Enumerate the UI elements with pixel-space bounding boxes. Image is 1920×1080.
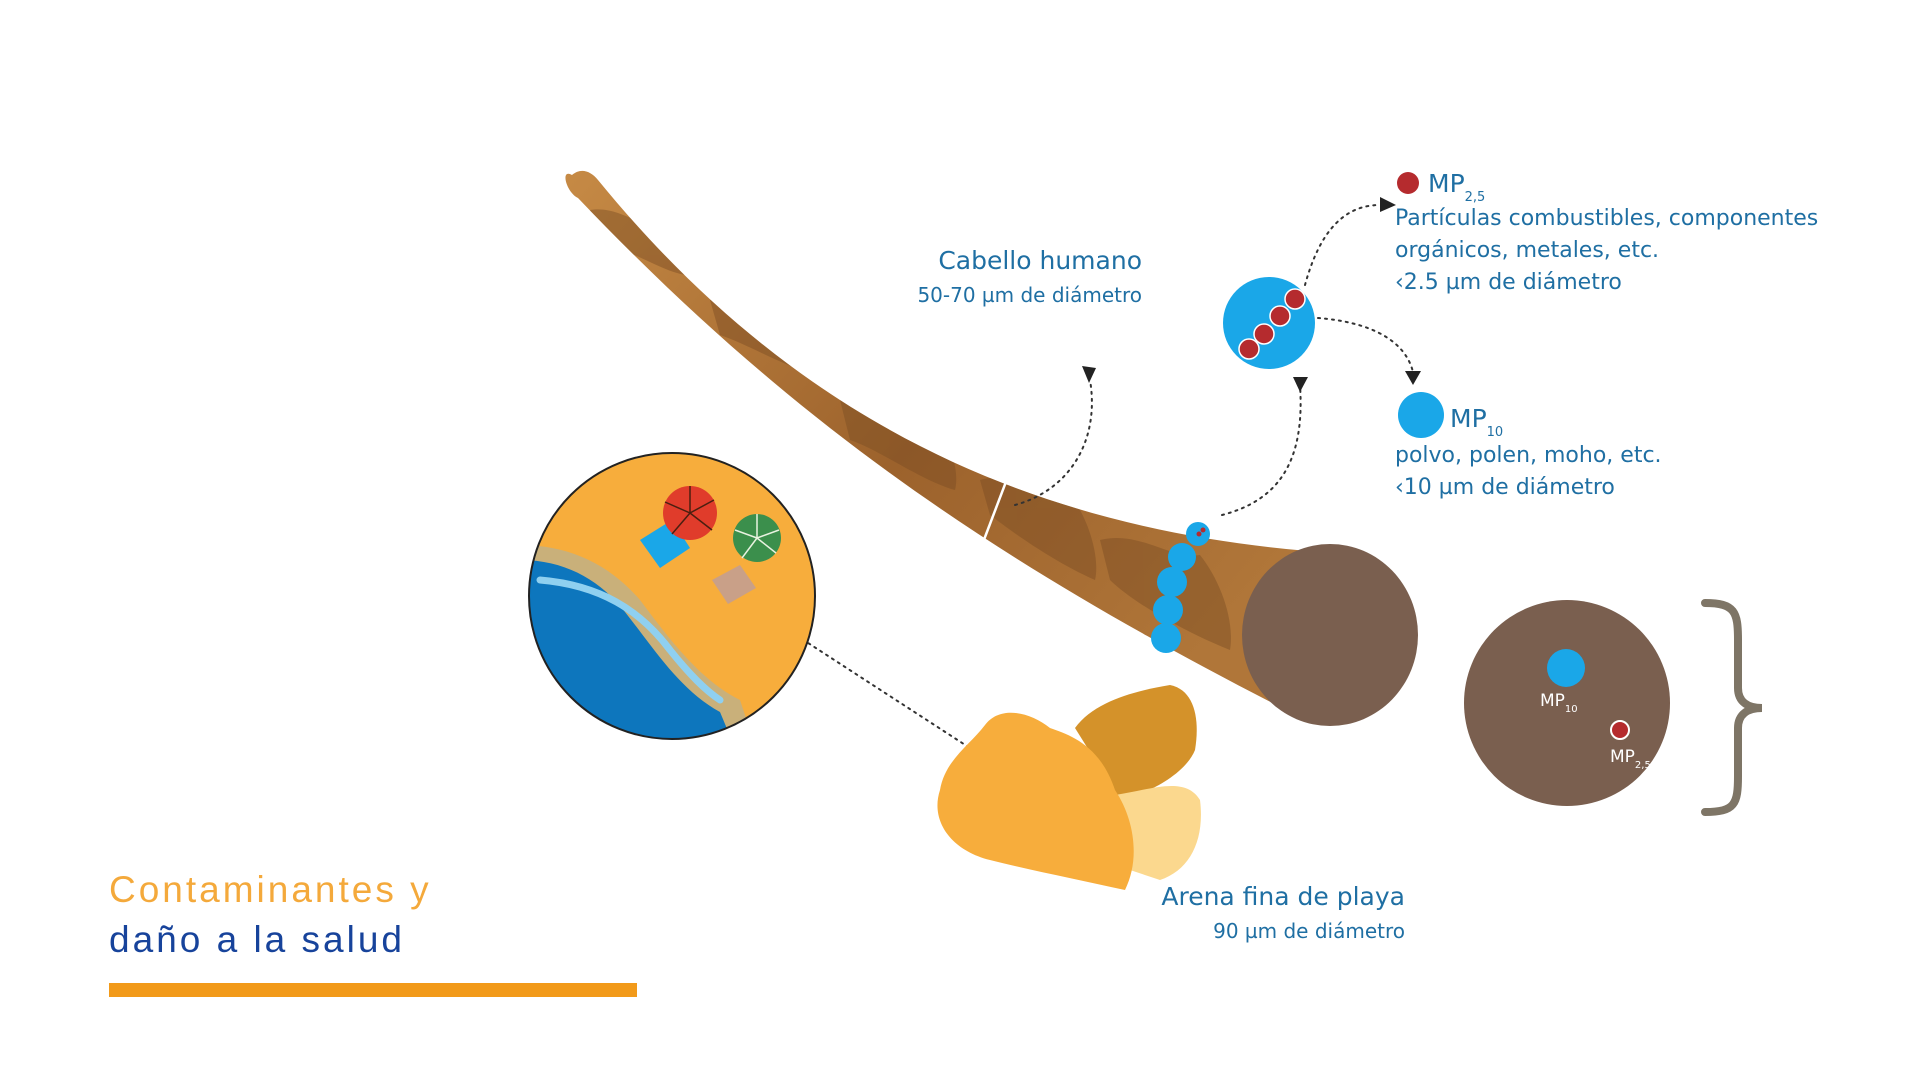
hair-label: Cabello humano 50-70 µm de diámetro — [917, 246, 1142, 307]
pm25-label-text: MP — [1428, 169, 1465, 198]
cross-section-pm10-dot — [1547, 649, 1585, 687]
umbrella-green — [733, 514, 781, 562]
pm25-label: MP2,5 Partículas combustibles, component… — [1395, 169, 1818, 295]
cross-section-pm10-label: MP — [1540, 691, 1565, 711]
svg-text:MP10: MP10 — [1540, 691, 1578, 715]
arrow-zoom-to-pm10 — [1317, 317, 1414, 373]
slide-title-line-2: daño a la salud — [109, 919, 405, 960]
title-underline-bar — [109, 983, 637, 997]
hair-cross-section-comparison: MP10 MP2,5 — [1464, 599, 1763, 816]
arrow-beach-to-sand — [784, 627, 1031, 788]
sand-grain-illustration — [937, 685, 1201, 890]
pm10-label-sub: 10 — [1487, 425, 1504, 440]
pm25-line-2: orgánicos, metales, etc. — [1395, 238, 1659, 263]
pm10-line-1: polvo, polen, moho, etc. — [1395, 443, 1662, 468]
dotted-arrows — [784, 204, 1414, 788]
sand-label-size: 90 µm de diámetro — [1213, 919, 1405, 943]
hair-label-size: 50-70 µm de diámetro — [917, 283, 1142, 307]
sand-label: Arena fina de playa 90 µm de diámetro — [1161, 882, 1405, 943]
arrow-zoom-to-pm25 — [1304, 204, 1381, 286]
pm10-legend-dot — [1398, 392, 1444, 438]
arrow-hair-to-label — [1014, 379, 1093, 506]
curly-brace — [1701, 599, 1763, 816]
hair-cross-section-end — [1242, 544, 1418, 726]
pm10-label-text: MP — [1450, 404, 1487, 433]
pm10-label: MP10 polvo, polen, moho, etc. ‹10 µm de … — [1395, 404, 1662, 500]
hair-width-marker — [974, 453, 1023, 550]
svg-text:MP10: MP10 — [1450, 404, 1503, 440]
pm25-line-1: Partículas combustibles, componentes — [1395, 206, 1818, 231]
slide-title-line-1: Contaminantes y — [109, 869, 432, 910]
umbrella-red — [663, 486, 717, 540]
cross-section-pm25-sub: 2,5 — [1635, 760, 1651, 771]
pm25-line-3: ‹2.5 µm de diámetro — [1395, 270, 1622, 295]
hair-pm10-particles — [1151, 522, 1210, 653]
cross-section-pm25-dot — [1610, 720, 1630, 740]
svg-text:MP2,5: MP2,5 — [1428, 169, 1485, 205]
arrow-hair-to-zoom — [1221, 384, 1302, 516]
cross-section-pm25-label: MP — [1610, 747, 1635, 767]
svg-text:MP2,5: MP2,5 — [1610, 747, 1651, 771]
beach-illustration — [528, 452, 816, 740]
pm25-legend-dot — [1397, 172, 1419, 194]
sand-label-name: Arena fina de playa — [1161, 882, 1405, 911]
hair-strand — [565, 170, 1335, 717]
hair-label-name: Cabello humano — [938, 246, 1142, 275]
cross-section-pm10-sub: 10 — [1565, 704, 1578, 715]
pm10-line-2: ‹10 µm de diámetro — [1395, 475, 1615, 500]
pm25-label-sub: 2,5 — [1465, 190, 1486, 205]
slide-title: Contaminantes y daño a la salud — [109, 865, 432, 965]
particle-zoom-circle — [1223, 277, 1315, 369]
